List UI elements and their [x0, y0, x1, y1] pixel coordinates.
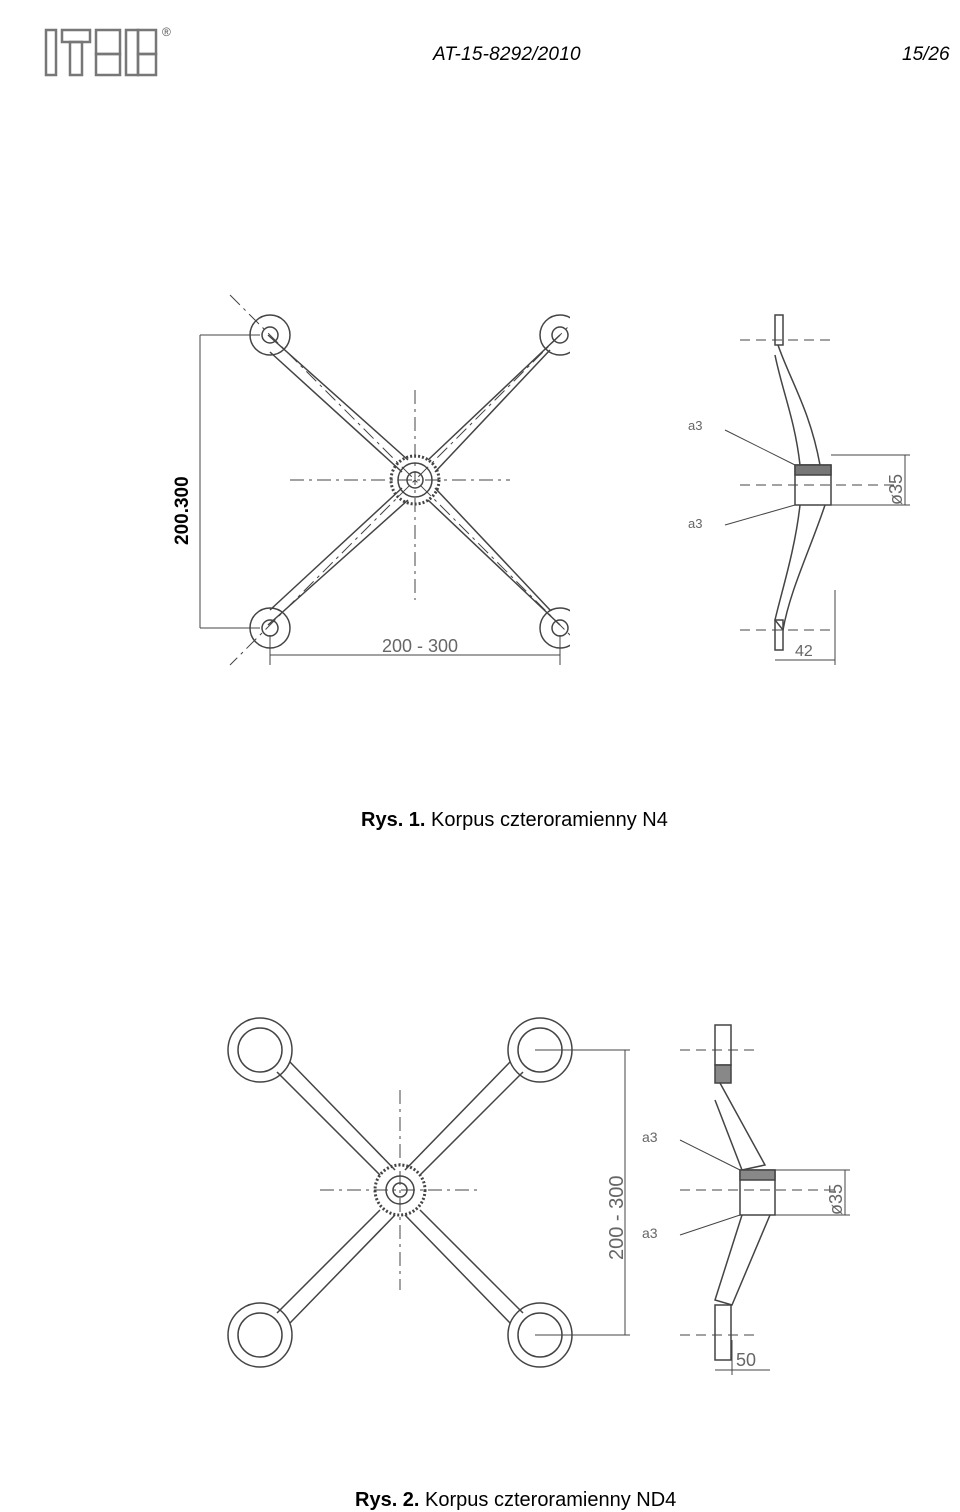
document-number: AT-15-8292/2010 — [433, 44, 581, 65]
dim-diameter: ø35 — [886, 474, 906, 505]
weld-lower: a3 — [688, 516, 702, 531]
figure1-caption-prefix: Rys. 1. — [361, 809, 426, 831]
figure2-top-view — [227, 1017, 630, 1368]
figure2-dim-diameter: ø35 — [826, 1184, 846, 1215]
figure2-dim-thickness: 50 — [736, 1350, 756, 1370]
figure2-weld-lower: a3 — [642, 1225, 658, 1241]
figure1-caption-text: Korpus czteroramienny N4 — [431, 809, 668, 831]
dim-vertical: 200.300 — [172, 476, 193, 545]
page-number: 15/26 — [902, 44, 950, 65]
figure2-caption-text: Korpus czteroramienny ND4 — [425, 1489, 677, 1511]
figure2-weld-upper: a3 — [642, 1129, 658, 1145]
figure1-top-view: 200 - 300 — [199, 294, 570, 666]
weld-upper: a3 — [688, 418, 702, 433]
figure2-caption-prefix: Rys. 2. — [355, 1489, 420, 1511]
dim-horizontal: 200 - 300 — [382, 636, 458, 656]
itb-logo: ® — [44, 25, 171, 77]
figure2-side-view: a3 a3 50 ø35 — [642, 1024, 850, 1375]
dim-thickness: 42 — [795, 643, 813, 660]
figure2-dim-vertical: 200 - 300 — [606, 1175, 628, 1260]
figure1-side-view: a3 a3 42 ø35 — [688, 314, 910, 665]
registered-mark: ® — [162, 25, 171, 39]
